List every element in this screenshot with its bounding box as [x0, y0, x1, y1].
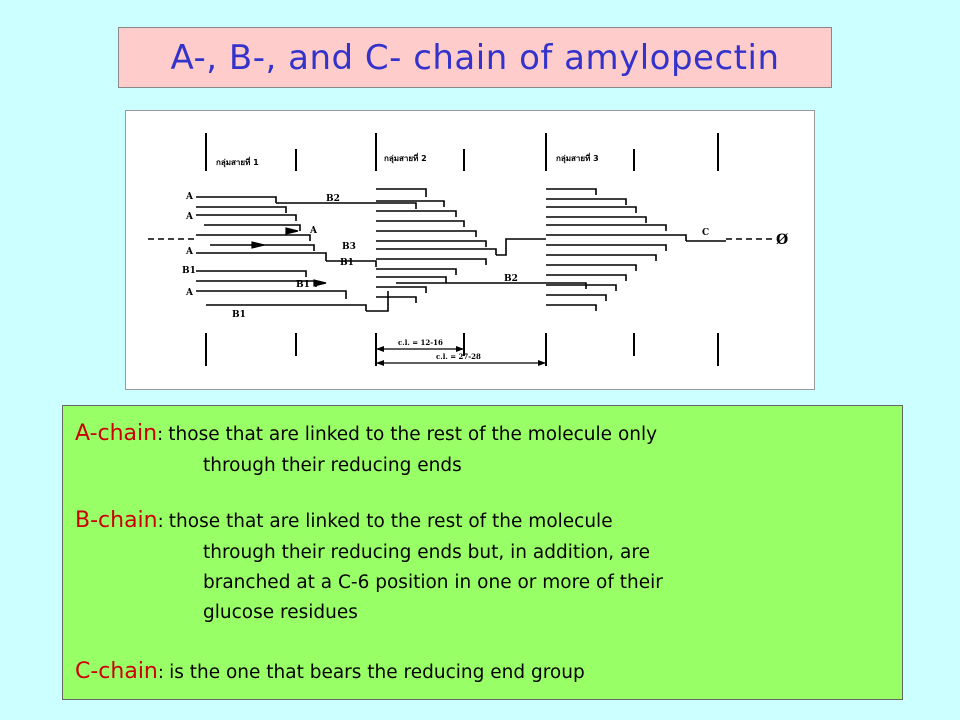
- title-banner: A-, B-, and C- chain of amylopectin: [118, 27, 832, 88]
- chain-segment: [546, 198, 627, 205]
- chain-segment: [366, 291, 389, 312]
- chain-segment: [326, 260, 377, 267]
- chain-segment: [376, 248, 497, 255]
- definition-line: branched at a C-6 position in one or mor…: [203, 572, 663, 593]
- chain-segment: [396, 282, 587, 289]
- chain-label-a: A: [185, 192, 194, 202]
- chain-segment: [376, 276, 447, 283]
- group-label-3: กลุ่มสายที่ 3: [556, 152, 599, 164]
- term-b-chain: B-chain: [75, 508, 158, 533]
- chain-segment: [546, 216, 647, 223]
- term-colon: :: [157, 424, 164, 445]
- reducing-end-symbol: Ø: [776, 232, 788, 248]
- chain-segment: [546, 294, 607, 301]
- chain-label-a: A: [309, 226, 318, 236]
- chain-label-c: C: [702, 228, 709, 238]
- chain-segment: [546, 244, 667, 251]
- chain-label-a: A: [185, 212, 194, 222]
- group-label-2: กลุ่มสายที่ 2: [384, 152, 427, 164]
- definition-c-chain: C-chain: is the one that bears the reduc…: [75, 658, 585, 688]
- definition-line: through their reducing ends but, in addi…: [203, 542, 650, 563]
- chain-segment: [546, 254, 657, 261]
- chain-segment: [376, 210, 457, 217]
- chain-segment: [376, 188, 427, 197]
- arrow-icon: [376, 346, 384, 352]
- chain-segment: [546, 224, 667, 231]
- chain-segment: [196, 270, 307, 277]
- definition-line: is the one that bears the reducing end g…: [169, 662, 585, 683]
- definition-line: those that are linked to the rest of the…: [168, 424, 658, 445]
- arrow-icon: [313, 279, 327, 287]
- arrow-icon: [538, 360, 546, 366]
- chain-segment: [210, 244, 315, 251]
- chain-segment: [376, 220, 465, 227]
- arrow-icon: [376, 360, 384, 366]
- chain-segment: [196, 252, 327, 261]
- definition-line: those that are linked to the rest of the…: [168, 511, 613, 532]
- group-label-1: กลุ่มสายที่ 1: [216, 156, 259, 168]
- arrow-icon: [251, 241, 265, 249]
- chain-segment: [546, 304, 597, 311]
- chain-segment: [196, 196, 277, 203]
- chain-label-b1: B1: [296, 280, 310, 290]
- definitions-panel: A-chain: those that are linked to the re…: [62, 405, 903, 700]
- definition-b-chain: B-chain: those that are linked to the re…: [75, 507, 613, 537]
- chain-segment: [196, 234, 311, 241]
- chain-length-long: c.l. = 27-28: [436, 352, 481, 361]
- chain-label-b3: B3: [342, 242, 356, 252]
- chain-label-b2: B2: [504, 274, 518, 284]
- chain-segment: [196, 214, 297, 221]
- chain-segment: [276, 202, 417, 209]
- term-c-chain: C-chain: [75, 659, 158, 684]
- arrow-icon: [456, 346, 464, 352]
- chain-segment: [196, 290, 347, 299]
- chain-label-b2: B2: [326, 194, 340, 204]
- chain-segment: [496, 238, 546, 256]
- chain-label-a: A: [185, 247, 194, 257]
- chain-segment: [376, 240, 487, 247]
- chain-segment: [376, 296, 417, 303]
- chain-segment: [546, 188, 597, 195]
- chain-segment: [546, 274, 627, 281]
- chain-segment: [546, 234, 687, 241]
- amylopectin-diagram: กลุ่มสายที่ 1 กลุ่มสายที่ 2 กลุ่มสายที่ …: [125, 110, 815, 390]
- chain-length-short: c.l. = 12-16: [398, 338, 443, 347]
- definition-line: through their reducing ends: [203, 455, 462, 476]
- arrow-icon: [285, 227, 299, 235]
- chain-segment: [546, 206, 637, 213]
- chain-segment: [376, 268, 457, 275]
- chain-segment: [196, 206, 287, 213]
- chain-segment: [546, 264, 637, 271]
- definition-line: glucose residues: [203, 602, 358, 623]
- definition-a-chain: A-chain: those that are linked to the re…: [75, 420, 657, 450]
- chain-label-b1: B1: [340, 258, 354, 268]
- chain-label-b1: B1: [232, 310, 246, 320]
- amylopectin-chain-diagram: กลุ่มสายที่ 1 กลุ่มสายที่ 2 กลุ่มสายที่ …: [148, 133, 788, 366]
- chain-segment: [546, 284, 617, 291]
- term-colon: :: [157, 662, 164, 683]
- term-colon: :: [157, 511, 164, 532]
- chain-segment: [206, 304, 367, 311]
- chain-segment: [204, 224, 301, 231]
- chain-segment: [376, 230, 477, 237]
- chain-segment: [376, 286, 427, 293]
- chain-label-a: A: [185, 288, 194, 298]
- chain-label-b1: B1: [182, 266, 196, 276]
- chain-segment: [376, 258, 487, 265]
- term-a-chain: A-chain: [75, 421, 158, 446]
- slide-title: A-, B-, and C- chain of amylopectin: [170, 37, 780, 78]
- chain-segment: [376, 200, 445, 207]
